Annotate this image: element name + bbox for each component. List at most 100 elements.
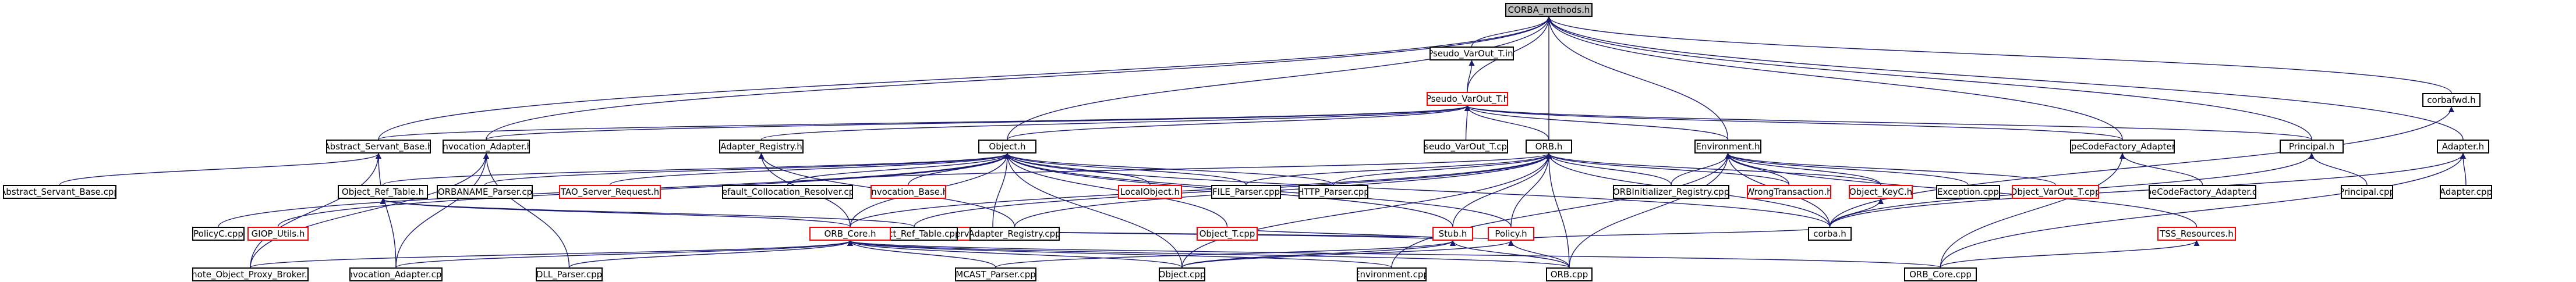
include-edge xyxy=(1004,153,1183,268)
node-tao-server-request-h[interactable]: TAO_Server_Request.h xyxy=(559,185,661,199)
node-stub-h[interactable]: Stub.h xyxy=(1432,227,1473,241)
node-object-varout-t-cpp[interactable]: Object_VarOut_T.cpp xyxy=(2012,185,2099,199)
include-edge xyxy=(1333,153,1552,185)
include-edge xyxy=(1569,153,1731,268)
node-adapter-cpp[interactable]: Adapter.cpp xyxy=(2440,185,2492,199)
node-exception-cpp[interactable]: Exception.cpp xyxy=(1936,185,2000,199)
node-principal-cpp[interactable]: Principal.cpp xyxy=(2341,185,2393,199)
include-edge xyxy=(483,153,570,268)
node-environment-h[interactable]: Environment.h xyxy=(1694,140,1761,154)
node-typecodefactory-adapter-h[interactable]: TypeCodeFactory_Adapter.h xyxy=(2070,140,2175,154)
node-typecodefactory-adapter-cpp[interactable]: TypeCodeFactory_Adapter.cpp xyxy=(2149,185,2256,199)
include-edge xyxy=(1181,153,1552,268)
include-edge xyxy=(250,153,489,268)
node-object-cpp[interactable]: Object.cpp xyxy=(1159,267,1205,281)
node-localobject-h[interactable]: LocalObject.h xyxy=(1118,185,1182,199)
node-policyc-cpp[interactable]: PolicyC.cpp xyxy=(192,227,245,241)
include-edge xyxy=(59,153,381,185)
include-edge xyxy=(1940,153,2466,268)
include-edge xyxy=(1450,240,1570,268)
include-edge xyxy=(1508,240,1570,268)
node-orb-cpp[interactable]: ORB.cpp xyxy=(1546,267,1593,281)
node-abstract-servant-base-cpp[interactable]: Abstract_Servant_Base.cpp xyxy=(3,185,116,199)
include-edge xyxy=(1007,16,1552,140)
include-edge xyxy=(1546,16,2452,94)
include-edge xyxy=(1004,153,1247,185)
include-edge xyxy=(486,105,1470,140)
node-object-h[interactable]: Object.h xyxy=(978,140,1036,154)
node-mcast-parser-cpp[interactable]: MCAST_Parser.cpp xyxy=(955,267,1036,281)
node-adapter-registry-cpp[interactable]: Adapter_Registry.cpp xyxy=(969,227,1060,241)
include-edge xyxy=(1546,153,1790,185)
include-edge xyxy=(787,153,1010,185)
node-dll-parser-cpp[interactable]: DLL_Parser.cpp xyxy=(536,267,603,281)
node-invocation-adapter-h[interactable]: Invocation_Adapter.h xyxy=(443,140,530,154)
node-pseudo-varout-t-cpp[interactable]: Pseudo_VarOut_T.cpp xyxy=(1424,140,1508,154)
include-edge xyxy=(847,240,996,268)
node-remote-object-proxy-broker-cpp[interactable]: Remote_Object_Proxy_Broker.cpp xyxy=(192,267,309,281)
node-adapter-registry-h[interactable]: Adapter_Registry.h xyxy=(719,140,804,154)
node-invocation-adapter-cpp[interactable]: Invocation_Adapter.cpp xyxy=(349,267,443,281)
include-edge xyxy=(1829,153,2466,227)
include-edge xyxy=(1725,153,1969,185)
include-edge xyxy=(992,153,1010,227)
include-edge xyxy=(1464,105,2123,140)
node-object-t-cpp[interactable]: Object_T.cpp xyxy=(1197,227,1258,241)
include-edge xyxy=(1467,60,1475,92)
edge-layer xyxy=(59,16,2467,268)
node-abstract-servant-base-h[interactable]: Abstract_Servant_Base.h xyxy=(326,140,431,154)
include-edge xyxy=(1181,240,1514,268)
node-file-parser-cpp[interactable]: FILE_Parser.cpp xyxy=(1211,185,1281,199)
node-adapter-h[interactable]: Adapter.h xyxy=(2437,140,2489,154)
node-invocation-base-h[interactable]: Invocation_Base.h xyxy=(871,185,946,199)
node-object-keyc-h[interactable]: Object_KeyC.h xyxy=(1849,185,1913,199)
node-pseudo-varout-t-h[interactable]: Pseudo_VarOut_T.h xyxy=(1427,92,1508,106)
node-orb-h[interactable]: ORB.h xyxy=(1526,140,1572,154)
node-orbinitializer-registry-cpp[interactable]: ORBInitializer_Registry.cpp xyxy=(1613,185,1729,199)
node-corba-h[interactable]: corba.h xyxy=(1808,227,1852,241)
include-edge xyxy=(486,16,1552,140)
include-edge xyxy=(847,240,1183,268)
include-edge xyxy=(787,153,1552,185)
include-edge xyxy=(1546,153,1881,185)
node-tss-resources-h[interactable]: TSS_Resources.h xyxy=(2157,227,2236,241)
include-edge xyxy=(1464,105,1549,140)
node-corbaname-parser-cpp[interactable]: CORBANAME_Parser.cpp xyxy=(437,185,533,199)
node-object-ref-table-cpp[interactable]: Object_Ref_Table.cpp xyxy=(871,227,958,241)
include-edge xyxy=(609,153,1010,185)
node-environment-cpp[interactable]: Environment.cpp xyxy=(1357,267,1427,281)
node-principal-h[interactable]: Principal.h xyxy=(2280,140,2344,154)
include-edge xyxy=(1510,153,1552,227)
include-edge xyxy=(395,153,489,268)
include-edge xyxy=(1391,153,1731,268)
node-http-parser-cpp[interactable]: HTTP_Parser.cpp xyxy=(1298,185,1368,199)
include-edge xyxy=(1940,240,2200,268)
include-edge xyxy=(250,240,853,268)
node-corba-methods-h[interactable]: CORBA_methods.h xyxy=(1505,3,1593,17)
node-orb-core-cpp[interactable]: ORB_Core.cpp xyxy=(1904,267,1977,281)
include-edge xyxy=(847,240,1941,268)
include-edge xyxy=(1004,153,1228,227)
node-wrongtransaction-h[interactable]: WrongTransaction.h xyxy=(1747,185,1831,199)
node-orb-core-h[interactable]: ORB_Core.h xyxy=(809,227,891,241)
node-pseudo-varout-t-inl[interactable]: Pseudo_VarOut_T.inl xyxy=(1429,47,1514,60)
node-giop-utils-h[interactable]: GIOP_Utils.h xyxy=(247,227,309,241)
include-edge xyxy=(1014,153,1552,227)
node-default-collocation-resolver-cpp[interactable]: Default_Collocation_Resolver.cpp xyxy=(722,185,853,199)
node-policy-h[interactable]: Policy.h xyxy=(1488,227,1534,241)
include-edge xyxy=(850,153,1552,227)
node-corbafwd-h[interactable]: corbafwd.h xyxy=(2422,93,2481,107)
include-edge xyxy=(1464,105,2312,140)
node-object-ref-table-h[interactable]: Object_Ref_Table.h xyxy=(338,185,428,199)
include-edge xyxy=(568,240,853,268)
include-edge xyxy=(376,153,397,268)
include-edge xyxy=(1829,106,2454,227)
include-edge xyxy=(1546,16,2464,140)
include-edge xyxy=(1829,198,1884,227)
include-edge xyxy=(1546,16,2312,140)
include-edge xyxy=(1181,240,1456,268)
include-edge xyxy=(250,153,381,268)
include-edge xyxy=(2119,153,2203,185)
